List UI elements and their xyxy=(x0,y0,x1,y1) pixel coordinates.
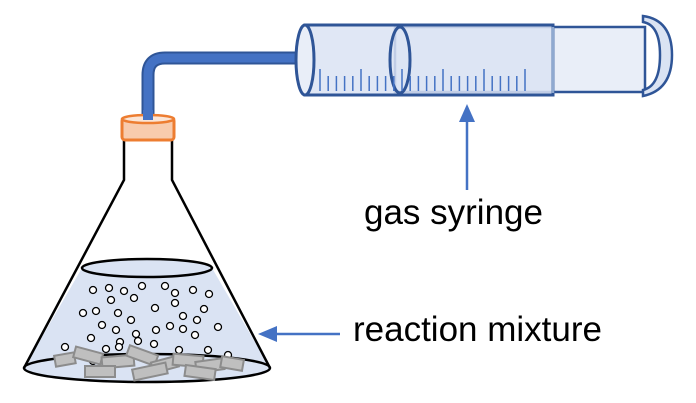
solid-pieces xyxy=(52,343,246,382)
reaction-mixture-label: reaction mixture xyxy=(353,310,602,349)
syringe-scale xyxy=(319,69,526,91)
gas-bubble xyxy=(137,281,147,291)
syringe-barrel xyxy=(303,23,555,97)
gas-bubble xyxy=(149,339,159,349)
solid-piece xyxy=(52,351,77,368)
delivery-tube xyxy=(141,51,300,125)
flask-outline xyxy=(22,140,272,369)
gas-bubble xyxy=(204,289,214,299)
gas-bubble xyxy=(170,288,180,298)
gas-bubble xyxy=(192,315,202,325)
gas-bubble xyxy=(131,329,141,339)
gas-bubble xyxy=(174,345,184,355)
delivery-tube-inner xyxy=(143,53,300,125)
gas-syringe-arrow xyxy=(459,104,475,190)
solid-piece xyxy=(130,361,169,382)
gas-bubble xyxy=(119,286,129,296)
gas-bubble xyxy=(199,304,209,314)
solid-piece xyxy=(84,365,116,378)
conical-flask xyxy=(22,140,272,384)
gas-bubble xyxy=(213,322,223,332)
plunger-seal xyxy=(388,25,412,95)
gas-bubble xyxy=(60,342,70,352)
gas-bubble xyxy=(126,315,136,325)
rubber-bung xyxy=(120,110,176,142)
gas-bubble xyxy=(91,306,101,316)
gas-bubble xyxy=(114,342,124,352)
gas-bubble xyxy=(111,325,121,335)
gas-bubble xyxy=(151,325,161,335)
gas-bubble xyxy=(133,336,143,346)
gas-bubble xyxy=(104,283,114,293)
gas-bubble xyxy=(203,345,213,355)
gas-bubble xyxy=(188,285,198,295)
solid-piece xyxy=(183,363,217,382)
gas-bubble xyxy=(190,330,200,340)
solid-piece xyxy=(219,355,246,372)
gas-bubble xyxy=(160,281,170,291)
gas-bubble xyxy=(165,321,175,331)
gas-syringe xyxy=(294,14,674,98)
gas-bubble xyxy=(170,298,180,308)
barrel-end xyxy=(294,23,316,97)
gas-bubble xyxy=(78,308,88,318)
gas-bubble xyxy=(178,324,188,334)
gas-bubble xyxy=(129,293,139,303)
gas-bubble xyxy=(97,320,107,330)
gas-bubble xyxy=(150,303,160,313)
gas-syringe-label: gas syringe xyxy=(364,193,543,232)
gas-bubble xyxy=(101,344,111,354)
gas-bubble xyxy=(178,311,188,321)
gas-bubble xyxy=(113,308,123,318)
gas-bubble xyxy=(88,285,98,295)
plunger-handle xyxy=(641,14,674,98)
solid-piece xyxy=(100,353,136,370)
liquid-surface xyxy=(80,257,214,279)
gas-bubble xyxy=(106,295,116,305)
reaction-mixture-arrow xyxy=(258,326,340,342)
gas-bubble xyxy=(86,333,96,343)
